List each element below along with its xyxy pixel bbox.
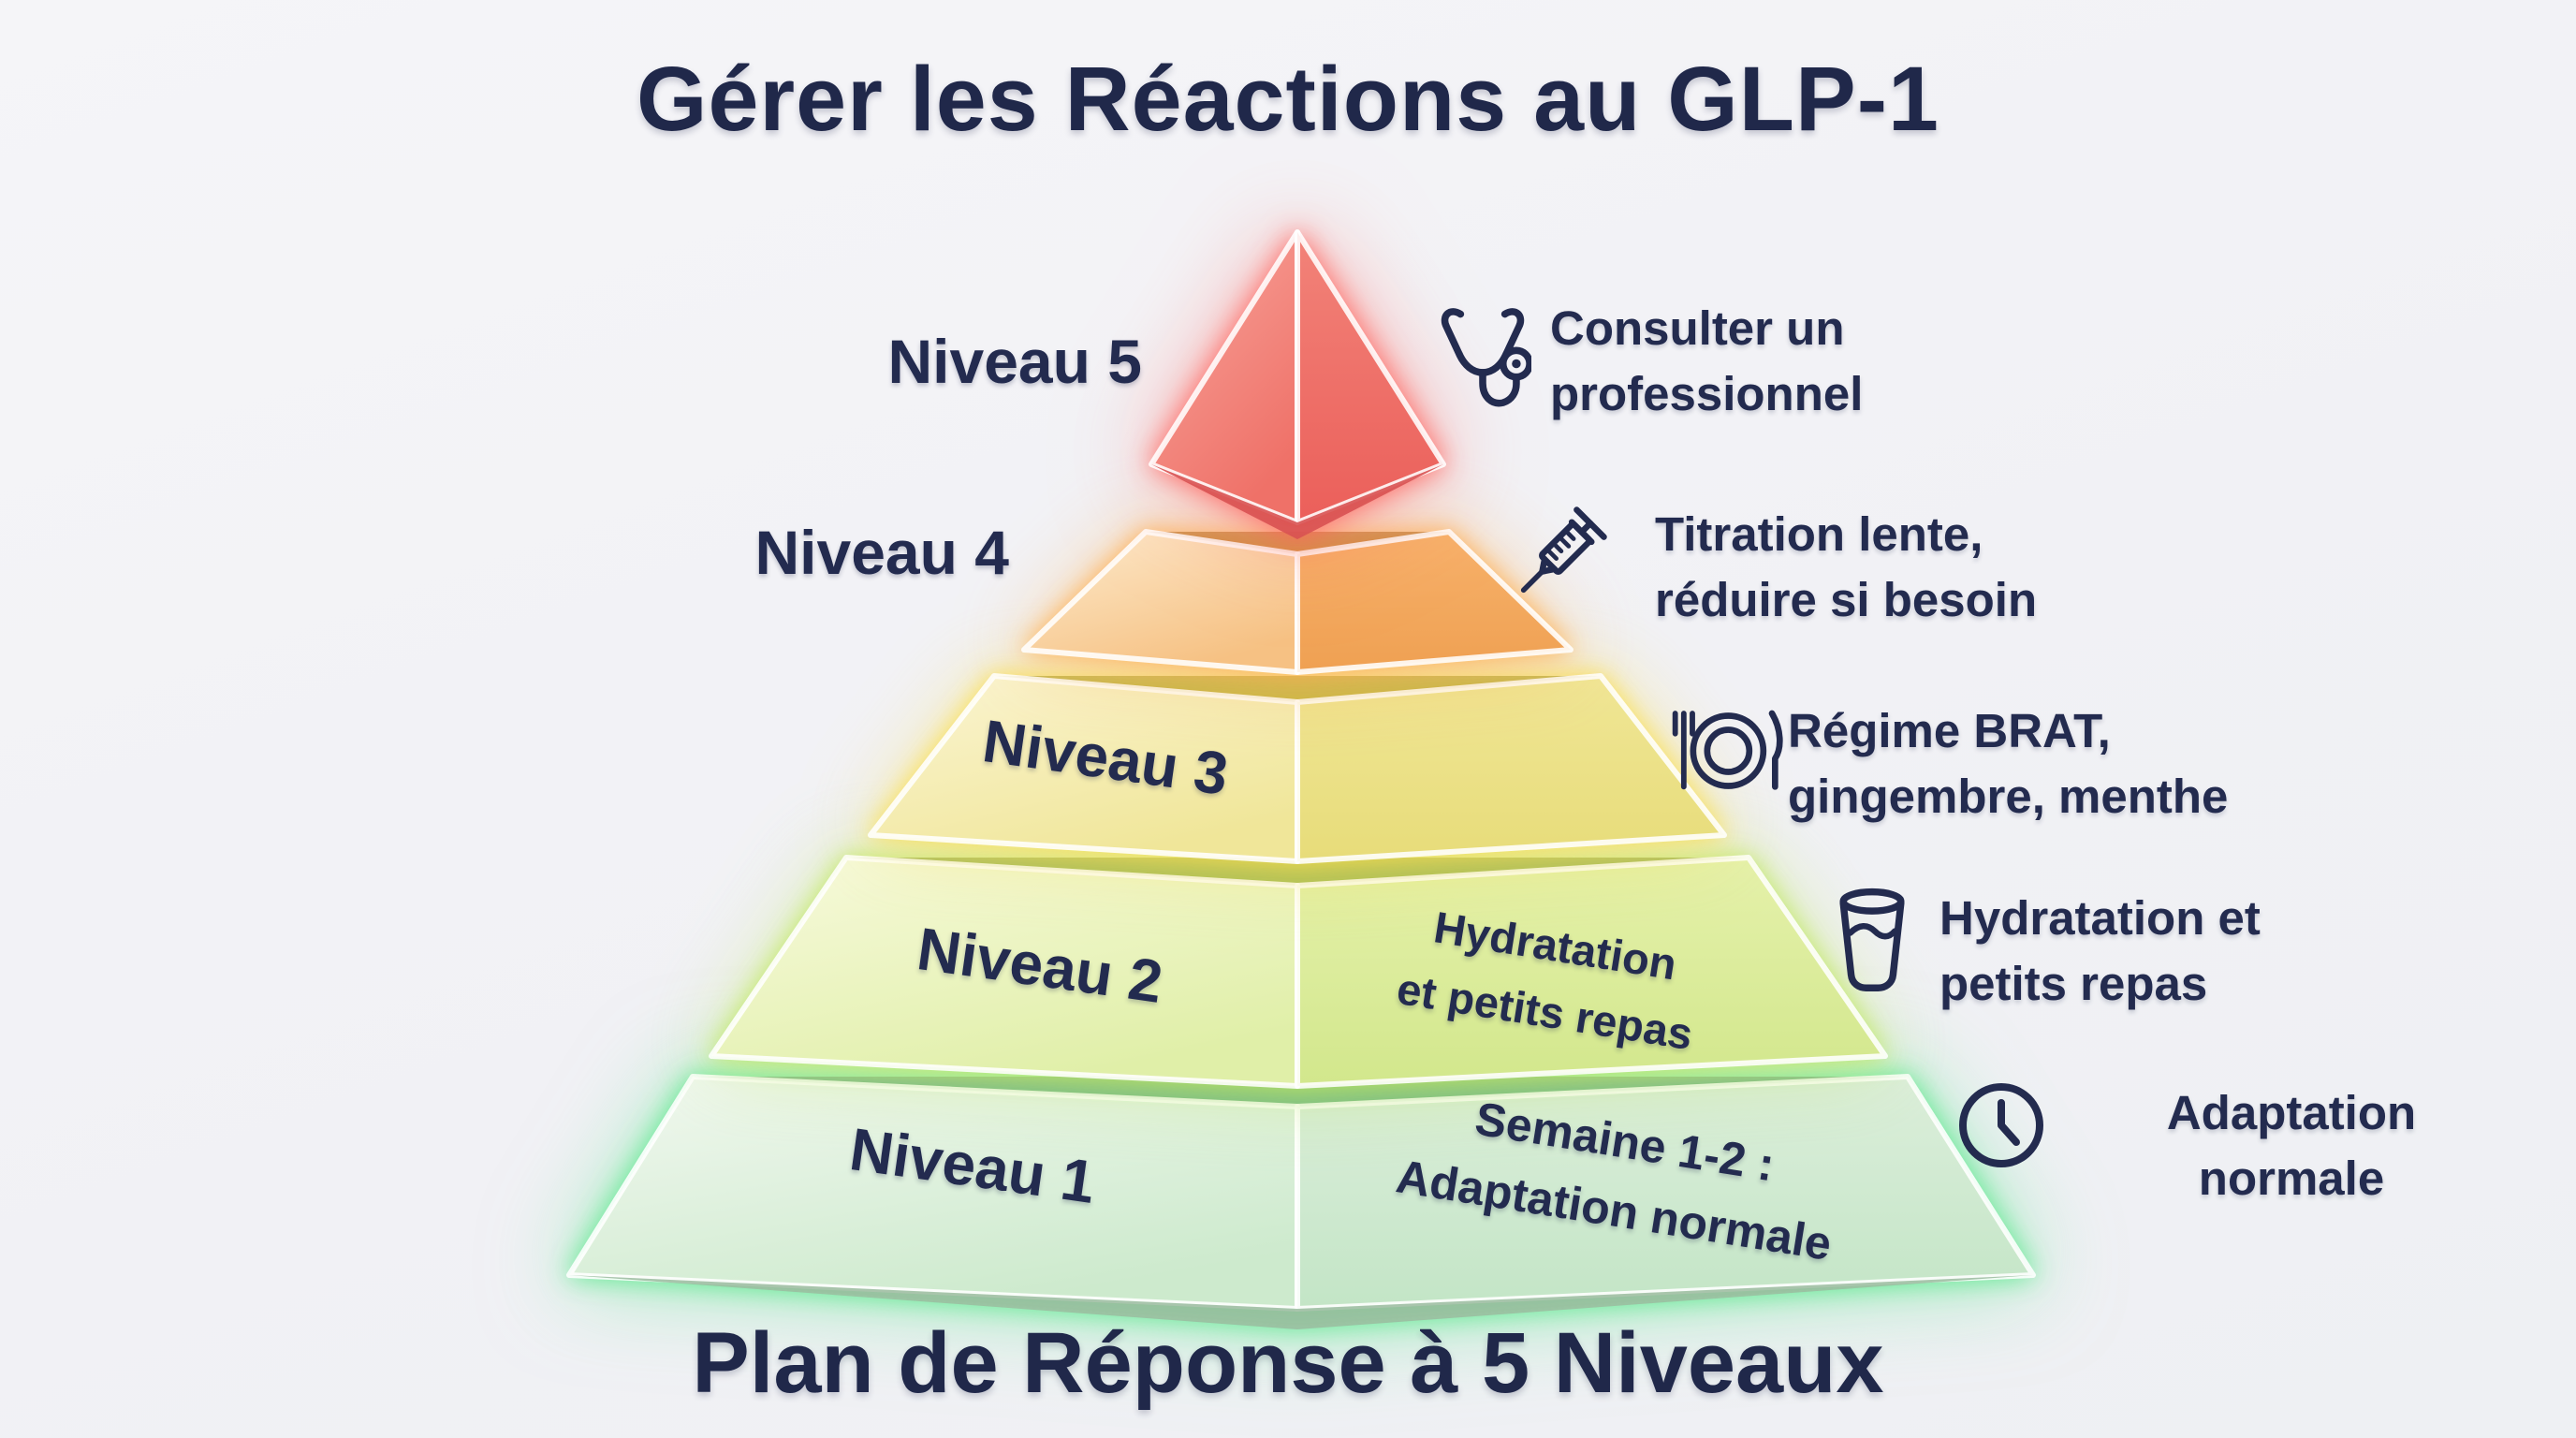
water-glass-icon [1833, 884, 1911, 994]
pyramid-level-4 [1021, 529, 1573, 675]
syringe-icon [1503, 504, 1608, 612]
level-1-top-edge [693, 1077, 1908, 1107]
footer-title: Plan de Réponse à 5 Niveaux [692, 1315, 1884, 1411]
level-3-top-edge [994, 676, 1601, 702]
level-3-annotation-line1: Régime BRAT, [1788, 704, 2111, 757]
clock-icon [1954, 1078, 2048, 1172]
pyramid-level-5 [1149, 229, 1446, 539]
utensils-plate-icon [1661, 704, 1789, 798]
level-4-annotation-line2: réduire si besoin [1655, 573, 2038, 626]
level-2-right-face [1295, 855, 1888, 1089]
syringe-needle [1520, 568, 1545, 594]
pyramid-level-1 [566, 1074, 2036, 1329]
syringe-barrel [1539, 521, 1593, 575]
page-title: Gérer les Réactions au GLP-1 [637, 48, 1939, 150]
level-5-bottom-edge [1151, 464, 1443, 539]
level-5-annotation-line1: Consulter un [1550, 301, 1845, 355]
level-1-bottom-edge [569, 1275, 2033, 1329]
level-4-right-face [1295, 529, 1573, 675]
level-2-annotation-line2: petits repas [1939, 957, 2208, 1010]
level-1-annotation-line2: normale [2198, 1152, 2385, 1205]
level-3-annotation: Régime BRAT, gingembre, menthe [1788, 698, 2228, 829]
pyramid-level-3 [868, 673, 1727, 864]
plate-outer [1690, 712, 1767, 789]
level-5-left-face [1149, 229, 1300, 525]
glass-body [1839, 900, 1905, 991]
level-1-annotation: Adaptation normale [2086, 1080, 2497, 1211]
clock-hands [1998, 1099, 2020, 1146]
level-4-annotation-line1: Titration lente, [1655, 507, 1983, 561]
level-4-top-edge [1146, 532, 1449, 554]
level-5-annotation-line2: professionnel [1550, 367, 1864, 420]
level-2-annotation: Hydratation et petits repas [1939, 886, 2261, 1017]
glass-rim [1839, 888, 1905, 915]
pyramid-level-2 [709, 855, 1888, 1089]
stethoscope-icon [1434, 296, 1533, 416]
level-4-left-face [1021, 529, 1300, 675]
plate-inner [1704, 726, 1753, 775]
clock-face [1959, 1083, 2043, 1167]
syringe-ticks [1544, 528, 1576, 561]
stethoscope-diaphragm-center [1512, 359, 1521, 369]
level-5-right-face [1295, 229, 1446, 525]
level-5-label: Niveau 5 [887, 327, 1142, 396]
level-3-right-face [1295, 673, 1727, 864]
level-4-label: Niveau 4 [754, 518, 1009, 587]
syringe-body [1520, 506, 1607, 594]
level-3-annotation-line2: gingembre, menthe [1788, 770, 2229, 823]
level-5-annotation: Consulter un professionnel [1550, 296, 1863, 427]
level-1-annotation-line1: Adaptation [2166, 1086, 2417, 1139]
knife [1768, 710, 1783, 790]
level-4-annotation: Titration lente, réduire si besoin [1655, 502, 2037, 633]
fork [1672, 711, 1695, 790]
stethoscope-diaphragm [1499, 346, 1533, 381]
stethoscope-tail [1479, 369, 1520, 407]
stethoscope-tube [1441, 308, 1525, 376]
level-2-annotation-line1: Hydratation et [1939, 891, 2261, 945]
water-line [1847, 922, 1898, 940]
level-2-top-edge [846, 858, 1749, 886]
